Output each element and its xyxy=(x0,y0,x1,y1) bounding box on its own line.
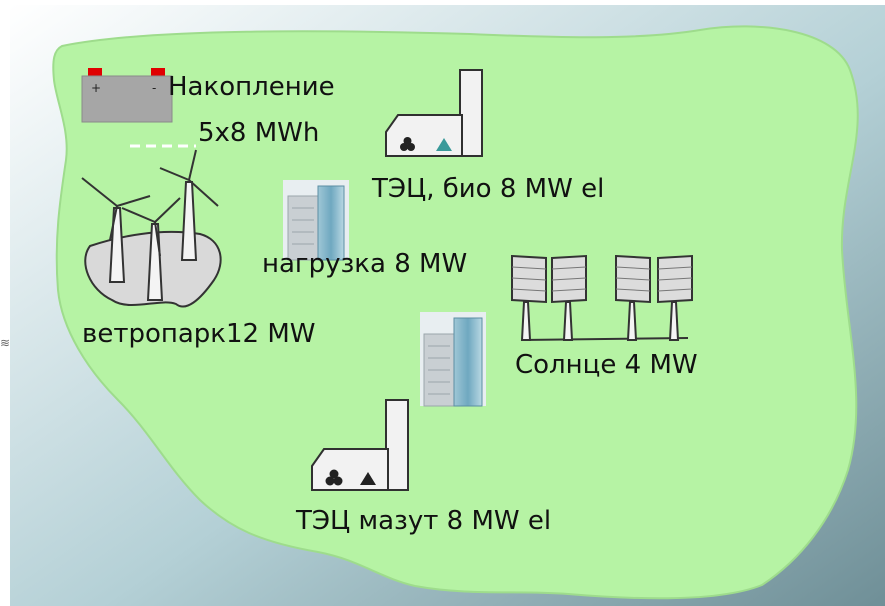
battery-minus-mark: - xyxy=(152,81,156,95)
edge-glyph: ≋ xyxy=(0,336,11,350)
wind-turbines-icon xyxy=(81,149,222,308)
office-building-icon-2 xyxy=(420,312,486,407)
battery-plus-mark: + xyxy=(91,81,101,95)
chp-bio-plant-icon xyxy=(385,69,483,157)
solar-panels-icon xyxy=(511,254,693,341)
load-label: нагрузка 8 MW xyxy=(262,249,468,279)
chp-bio-label: ТЭЦ, био 8 MW el xyxy=(372,174,605,204)
solar-label: Солнце 4 MW xyxy=(515,350,698,380)
storage-capacity-label: 5x8 MWh xyxy=(198,118,320,148)
chp-fuel-oil-label: ТЭЦ мазут 8 MW el xyxy=(296,506,552,536)
wind-park-label: ветропарк12 MW xyxy=(82,319,316,349)
storage-label: Накопление xyxy=(168,72,335,102)
chp-fuel-oil-plant-icon xyxy=(311,399,409,491)
office-building-icon-1 xyxy=(283,180,349,261)
battery-icon: + - xyxy=(81,68,196,148)
